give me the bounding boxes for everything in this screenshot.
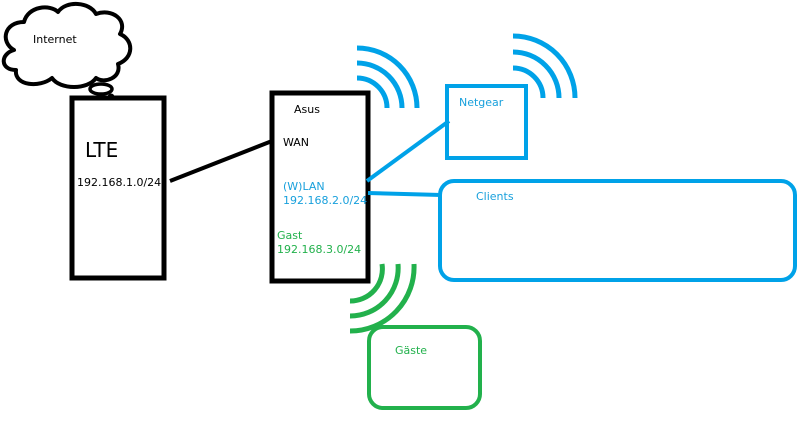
netgear-wifi-icon xyxy=(512,33,578,99)
asus-wlan-label: (W)LAN xyxy=(283,180,325,193)
asus-guest-label: Gast xyxy=(277,229,303,242)
guests-box xyxy=(367,325,482,410)
asus-netgear-link xyxy=(365,119,451,183)
asus-wlan-subnet: 192.168.2.0/24 xyxy=(283,194,368,207)
asus-title: Asus xyxy=(294,103,320,116)
lte-box xyxy=(69,95,167,281)
guest-wifi-icon xyxy=(349,263,417,334)
internet-label: Internet xyxy=(33,33,77,46)
cloud-bubble xyxy=(88,82,114,96)
asus-box xyxy=(269,90,371,284)
clients-label: Clients xyxy=(476,190,514,203)
asus-clients-link xyxy=(367,191,442,197)
lte-asus-link xyxy=(169,139,273,183)
netgear-label: Netgear xyxy=(459,96,504,109)
asus-wan-label: WAN xyxy=(283,136,310,149)
guests-label: Gäste xyxy=(395,344,428,357)
internet-cloud xyxy=(1,2,133,89)
lte-title: LTE xyxy=(85,138,119,162)
asus-guest-subnet: 192.168.3.0/24 xyxy=(277,243,362,256)
lte-subnet: 192.168.1.0/24 xyxy=(77,176,162,189)
clients-box xyxy=(438,179,797,282)
asus-wifi-icon xyxy=(356,45,420,109)
